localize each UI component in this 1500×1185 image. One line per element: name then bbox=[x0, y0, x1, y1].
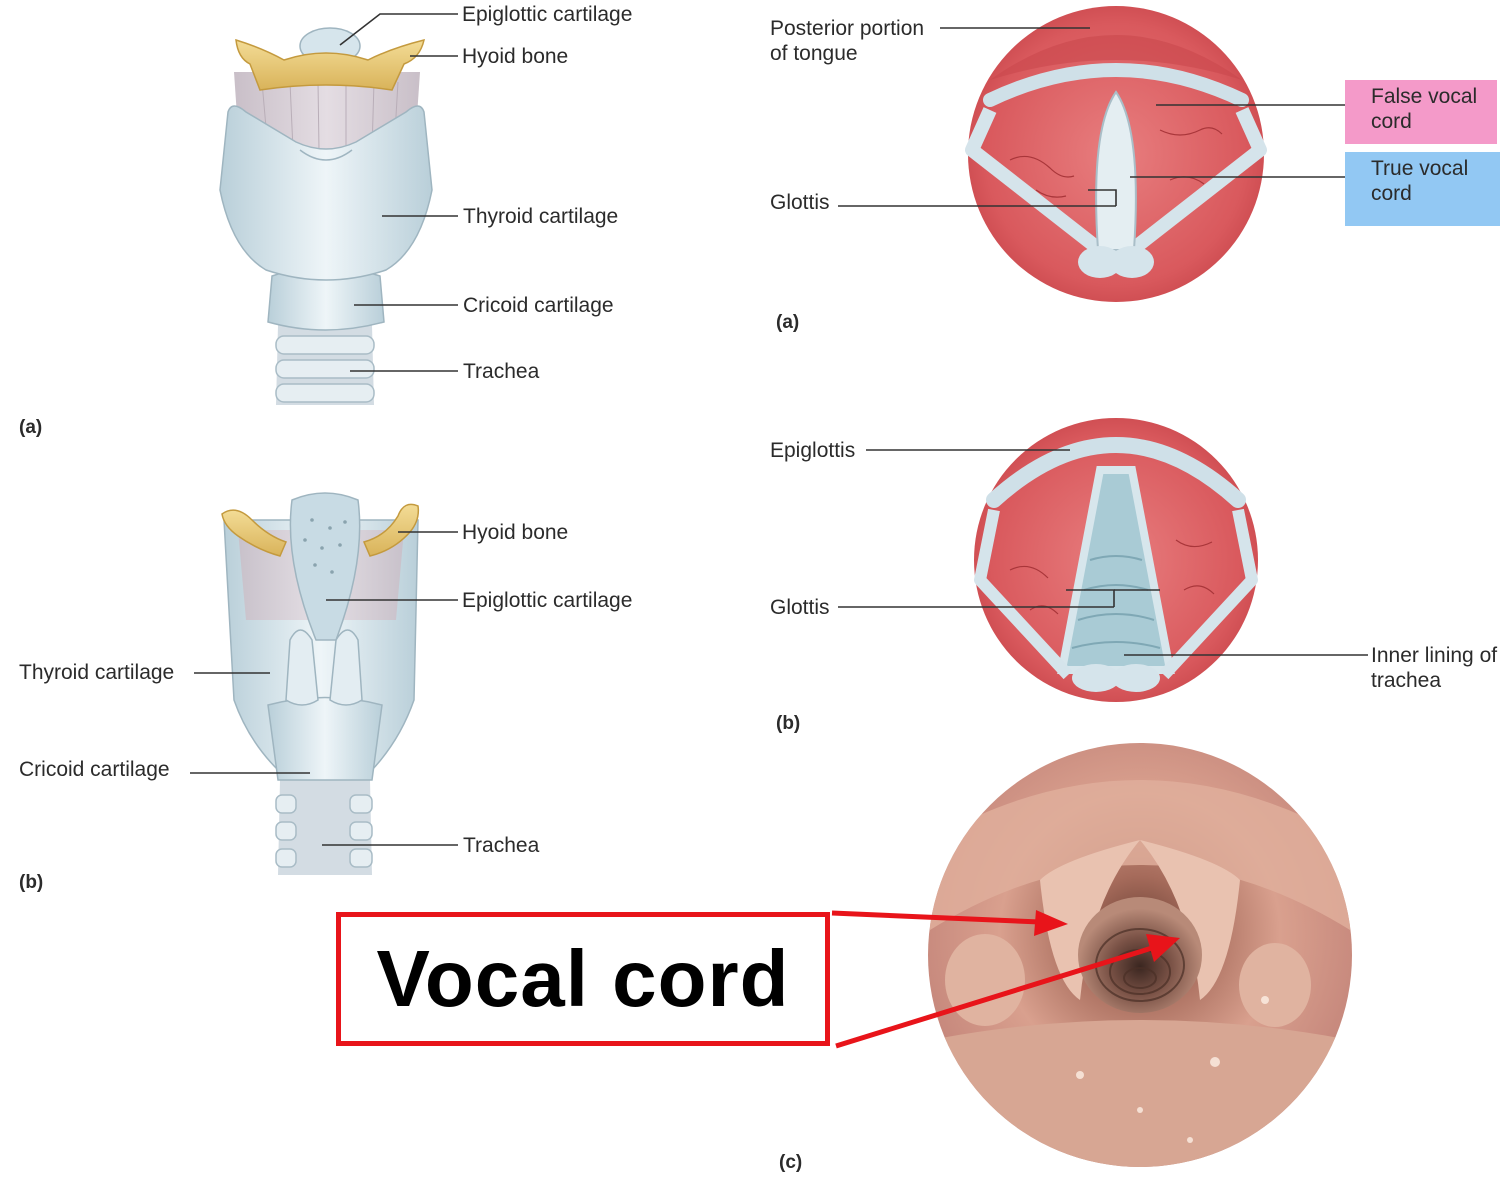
callout-arrows bbox=[831, 910, 1180, 1049]
left-b-larynx-illustration bbox=[221, 492, 420, 875]
right-a-arytenoid-left bbox=[1078, 246, 1122, 278]
left-a-tracheal-rings bbox=[275, 335, 375, 403]
label-inner-lining-trachea: Inner lining of trachea bbox=[1371, 644, 1498, 692]
vocal-cord-callout-text: Vocal cord bbox=[376, 934, 790, 1023]
right-b-arytenoid-right bbox=[1112, 664, 1160, 692]
label-hyoid-bone-a: Hyoid bone bbox=[462, 45, 569, 68]
right-a-glottis-illustration bbox=[965, 6, 1267, 302]
left-a-thyroid-notch bbox=[299, 149, 353, 161]
left-b-arytenoid-right bbox=[329, 629, 363, 706]
left-a-membrane-fibers bbox=[261, 81, 399, 151]
photo-highlights bbox=[1076, 996, 1269, 1143]
right-a-arytenoid-right bbox=[1110, 246, 1154, 278]
vocal-cord-callout-box: Vocal cord bbox=[336, 912, 830, 1046]
right-a-epiglottis-rim bbox=[983, 63, 1249, 107]
label-trachea-a: Trachea bbox=[463, 360, 540, 383]
left-a-thyroid-shape bbox=[219, 105, 433, 281]
label-epiglottic-cartilage-a: Epiglottic cartilage bbox=[462, 3, 633, 26]
label-hyoid-bone-b: Hyoid bone bbox=[462, 521, 569, 544]
photo-left-bulge bbox=[945, 934, 1025, 1026]
right-b-glottis-illustration bbox=[974, 418, 1258, 702]
left-b-arytenoid-left bbox=[285, 629, 319, 706]
panel-label-right-a: (a) bbox=[776, 312, 800, 333]
left-b-hyoid-right bbox=[362, 503, 420, 557]
label-cricoid-cartilage-a: Cricoid cartilage bbox=[463, 294, 614, 317]
panel-label-right-b: (b) bbox=[776, 713, 801, 734]
photo-upper-fold bbox=[930, 780, 1350, 930]
left-b-trachea-shape bbox=[278, 780, 372, 875]
right-b-arytenoid-left bbox=[1072, 664, 1120, 692]
left-b-epiglottis-shape bbox=[289, 492, 361, 641]
label-true-vocal-cord: True vocal cord bbox=[1345, 152, 1500, 226]
label-cricoid-cartilage-b: Cricoid cartilage bbox=[19, 758, 170, 781]
photo-right-bulge bbox=[1239, 943, 1311, 1027]
label-thyroid-cartilage-b: Thyroid cartilage bbox=[19, 661, 175, 684]
label-thyroid-cartilage-a: Thyroid cartilage bbox=[463, 205, 619, 228]
panel-label-right-c: (c) bbox=[779, 1152, 803, 1173]
right-b-tracheal-rings-inner bbox=[1071, 555, 1161, 649]
left-b-epiglottis-pores bbox=[303, 518, 347, 574]
photo-right-cord bbox=[1140, 840, 1240, 1000]
right-b-epiglottis-rim bbox=[986, 437, 1246, 508]
panel-label-left-b: (b) bbox=[19, 872, 44, 893]
panel-label-left-a: (a) bbox=[19, 417, 43, 438]
label-epiglottic-cartilage-b: Epiglottic cartilage bbox=[462, 589, 633, 612]
left-b-hyoid-left bbox=[221, 509, 288, 557]
label-glottis-a: Glottis bbox=[770, 191, 830, 214]
left-a-hyoid-shape bbox=[235, 38, 425, 91]
right-b-false-cord-right bbox=[1159, 508, 1258, 680]
label-epiglottis: Epiglottis bbox=[770, 439, 856, 462]
left-b-tracheal-rings bbox=[275, 794, 373, 868]
right-a-tongue-region bbox=[990, 35, 1242, 80]
right-b-blood-vessels bbox=[1009, 539, 1215, 615]
right-c-endoscopic-photo bbox=[928, 743, 1352, 1167]
left-b-cricoid-shape bbox=[267, 696, 383, 781]
right-a-false-cord-right bbox=[1127, 107, 1267, 256]
label-false-vocal-cord: False vocal cord bbox=[1345, 80, 1497, 144]
label-glottis-b: Glottis bbox=[770, 596, 830, 619]
photo-trachea-tube bbox=[1078, 897, 1202, 1013]
photo-lower-tissue bbox=[930, 1020, 1350, 1167]
label-trachea-b: Trachea bbox=[463, 834, 540, 857]
label-posterior-tongue: Posterior portion of tongue bbox=[770, 17, 925, 65]
left-a-larynx-illustration bbox=[219, 27, 433, 405]
right-b-false-cord-left bbox=[974, 508, 1073, 680]
right-a-false-cord-left bbox=[965, 107, 1105, 256]
leader-lines bbox=[190, 13, 1368, 846]
photo-left-cord bbox=[1040, 840, 1140, 1000]
right-a-true-cords bbox=[1095, 90, 1137, 251]
